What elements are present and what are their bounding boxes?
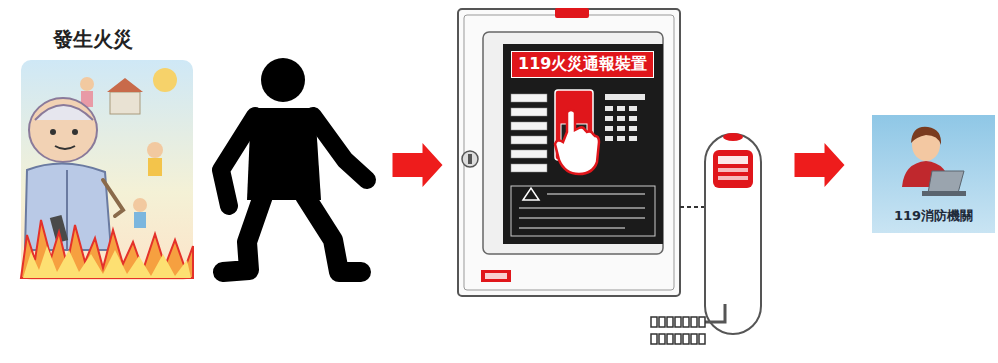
flow-arrow xyxy=(795,143,845,187)
fire-scene-illustration xyxy=(15,20,380,282)
alarm-device-node: 119火災通報裝置 xyxy=(455,4,767,359)
flow-arrow xyxy=(393,143,443,187)
device-title: 119火災通報裝置 xyxy=(511,51,654,78)
fire-scene-node: 發生火災 xyxy=(15,20,380,282)
agency-name: 119消防機關 xyxy=(872,207,995,225)
scene-heading: 發生火災 xyxy=(53,26,133,53)
fire-department-node: 119消防機關 xyxy=(872,115,995,233)
